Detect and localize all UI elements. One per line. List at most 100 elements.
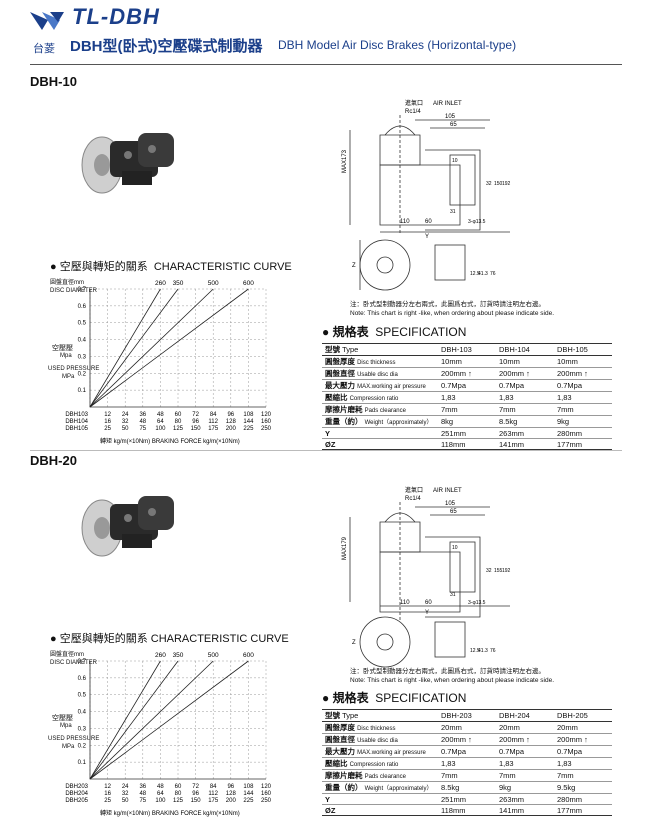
spec-header-model: DBH-104 (496, 343, 554, 356)
x-tick-label: 120 (261, 412, 272, 418)
series-line-600 (89, 288, 249, 408)
spec-cell: 1,83 (496, 391, 554, 404)
spec-row-label: ØZ (322, 438, 438, 451)
spec-cell: 0.7Mpa (554, 745, 612, 758)
x-tick-label: 175 (208, 798, 219, 804)
spec-cell: 200mm ↑ (496, 733, 554, 746)
spec-cell: 8.5kg (438, 781, 496, 794)
x-axis-label: 轉矩 kg/m(×10Nm) BRAKING FORCE kg/m(×10Nm) (100, 809, 240, 817)
dim-60: 60 (425, 600, 432, 606)
spec-row-label: 摩擦片磨耗 Pads clearance (322, 769, 438, 782)
x-tick-label: 225 (243, 426, 254, 432)
x-tick-label: 108 (243, 784, 254, 790)
y-tick-label: 0.3 (78, 354, 87, 360)
y-tick-label: 0.3 (78, 726, 87, 732)
spec-cell: 7mm (496, 403, 554, 416)
spec-title-dbh10: ● 規格表 SPECIFICATION (322, 325, 467, 339)
x-tick-label: 25 (104, 798, 111, 804)
x-tick-label: 200 (226, 426, 237, 432)
spec-cell: 20mm (554, 721, 612, 734)
x-tick-label: 75 (139, 426, 146, 432)
dim-32: 32 (486, 181, 492, 187)
dim-z: Z (352, 640, 356, 646)
disc-diameter-label: 500 (208, 280, 219, 287)
dim-10: 10 (452, 158, 458, 164)
brand-title: TL-DBH (72, 4, 160, 29)
spec-cell: 8.5kg (496, 415, 554, 428)
spec-cell: 263mm (496, 427, 554, 440)
x-tick-label: 150 (191, 798, 202, 804)
dim-105: 105 (445, 114, 456, 120)
x-tick-label: 225 (243, 798, 254, 804)
x-tick-label: 175 (208, 426, 219, 432)
dim-31: 31 (450, 592, 456, 598)
dim-105: 105 (445, 501, 456, 507)
x-row-model: DBH204 (65, 791, 88, 797)
inlet-label-en: AIR INLET (433, 488, 462, 494)
dim-41-3: 41.3 (478, 648, 488, 654)
spec-cell: 10mm (496, 355, 554, 368)
spec-cell: 251mm (438, 793, 496, 806)
spec-cell: 200mm ↑ (438, 733, 496, 746)
dim-150: 150 (494, 181, 503, 187)
x-tick-label: 144 (243, 791, 254, 797)
chart-title-dbh10: ● 空壓與轉矩的關系 CHARACTERISTIC CURVE (50, 261, 292, 273)
dim-60: 60 (425, 219, 432, 225)
spec-row-label: 重量（約） Weight（approximately） (322, 781, 438, 794)
dim-65: 65 (450, 509, 457, 515)
spec-row-label: 最大壓力 MAX.working air pressure (322, 745, 438, 758)
company-name: 台菱 (33, 43, 55, 55)
x-tick-label: 48 (157, 784, 164, 790)
spec-cell: 10mm (554, 355, 612, 368)
spec-row-label: 壓縮比 Compression ratio (322, 391, 438, 404)
x-tick-label: 112 (208, 791, 218, 797)
y-tick-label: 0.1 (78, 760, 87, 766)
x-tick-label: 100 (155, 798, 166, 804)
x-tick-label: 72 (192, 412, 199, 418)
disc-dia-label-en: DISC DIAMETER (50, 288, 98, 294)
x-tick-label: 120 (261, 784, 272, 790)
spec-row-label: 圓盤直徑 Usable disc dia (322, 367, 438, 380)
x-tick-label: 36 (139, 784, 146, 790)
y-tick-label: 0.5 (78, 321, 87, 327)
spec-cell: 141mm (496, 804, 554, 817)
y-tick-label: 0.7 (78, 287, 87, 293)
spec-header-model: DBH-204 (496, 709, 554, 722)
x-tick-label: 32 (122, 419, 129, 425)
x-tick-label: 12 (104, 412, 111, 418)
inlet-port: Rc1/4 (405, 109, 421, 115)
spec-cell: 7mm (554, 769, 612, 782)
product-photo-dbh10 (81, 133, 174, 194)
spec-title-dbh20: ● 規格表 SPECIFICATION (322, 691, 467, 705)
x-tick-label: 16 (104, 791, 111, 797)
spec-cell: 1,83 (554, 391, 612, 404)
spec-cell: 1,83 (496, 757, 554, 770)
x-tick-label: 84 (210, 784, 217, 790)
x-tick-label: 24 (122, 784, 129, 790)
dim-192: 192 (502, 568, 511, 574)
spec-row-label: ØZ (322, 804, 438, 817)
series-line-500 (89, 660, 214, 780)
dim-65: 65 (450, 122, 457, 128)
spec-cell: 9kg (496, 781, 554, 794)
spec-cell: 1,83 (438, 391, 496, 404)
technical-drawing-dbh20: 進氣口 AIR INLET Rc1/4 105 65 MAX179 10 32 … (342, 486, 511, 668)
page-title-zh: DBH型(卧式)空壓碟式制動器 (70, 38, 263, 55)
dim-31: 31 (450, 209, 456, 215)
spec-cell: 7mm (438, 403, 496, 416)
x-tick-label: 80 (175, 419, 182, 425)
x-tick-label: 36 (139, 412, 146, 418)
spec-row-label: Y (322, 793, 438, 806)
x-tick-label: 128 (226, 791, 237, 797)
